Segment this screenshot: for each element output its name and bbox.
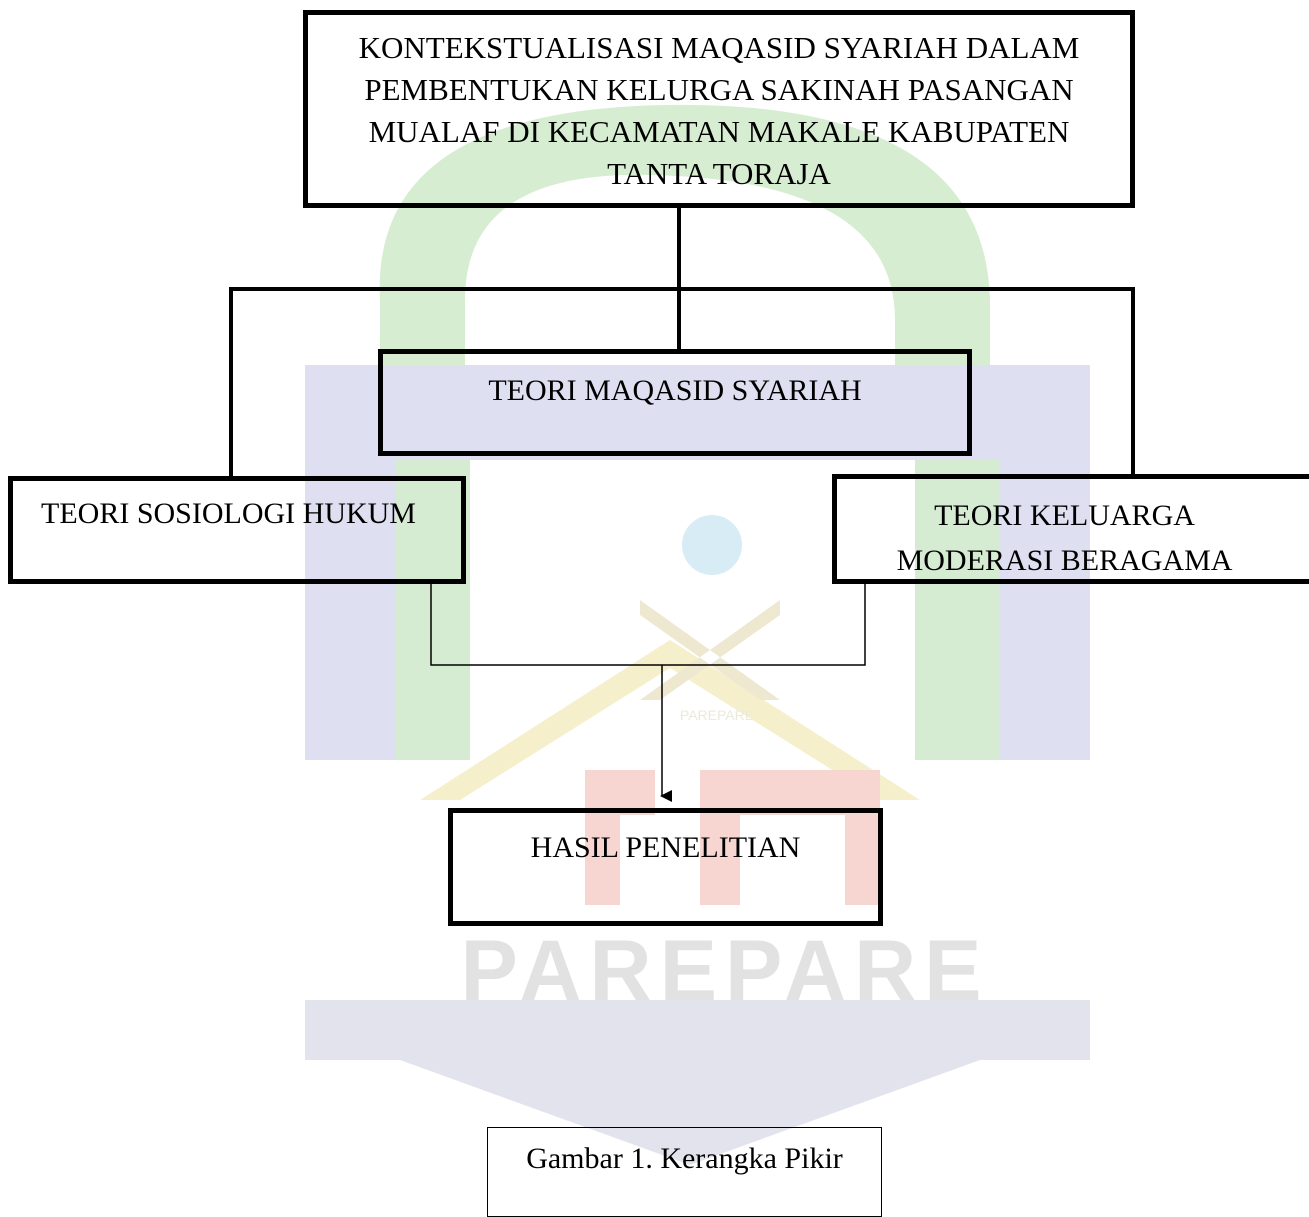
- watermark-globe: [682, 515, 742, 575]
- watermark-green-right: [915, 460, 1000, 760]
- figure-caption-box: Gambar 1. Kerangka Pikir: [487, 1127, 882, 1217]
- theory-maqasid-label: TEORI MAQASID SYARIAH: [488, 374, 862, 407]
- watermark-small-x: [640, 600, 780, 700]
- result-box: HASIL PENELITIAN: [448, 808, 883, 926]
- watermark-word: PAREPARE: [460, 923, 989, 1019]
- title-text: KONTEKSTUALISASI MAQASID SYARIAH DALAM P…: [358, 30, 1080, 191]
- theory-keluarga-label: TEORI KELUARGA MODERASI BERAGAMA: [896, 499, 1233, 577]
- watermark-blue-frame: [305, 365, 1090, 760]
- figure-caption: Gambar 1. Kerangka Pikir: [526, 1142, 843, 1175]
- connector-lower-bracket: [430, 584, 866, 666]
- watermark-green-left: [395, 460, 470, 760]
- watermark-green-arch: [379, 104, 991, 365]
- theory-keluarga-box: TEORI KELUARGA MODERASI BERAGAMA: [832, 474, 1309, 584]
- watermark-red-logo: [585, 770, 880, 905]
- theory-maqasid-box: TEORI MAQASID SYARIAH: [378, 349, 972, 456]
- result-label: HASIL PENELITIAN: [530, 831, 801, 864]
- theory-sosiologi-box: TEORI SOSIOLOGI HUKUM: [8, 476, 466, 584]
- title-box: KONTEKSTUALISASI MAQASID SYARIAH DALAM P…: [303, 10, 1135, 208]
- watermark-small-word: PAREPARE: [680, 707, 754, 723]
- watermark-lower-band: [305, 1000, 1090, 1165]
- theory-sosiologi-label: TEORI SOSIOLOGI HUKUM: [41, 497, 416, 530]
